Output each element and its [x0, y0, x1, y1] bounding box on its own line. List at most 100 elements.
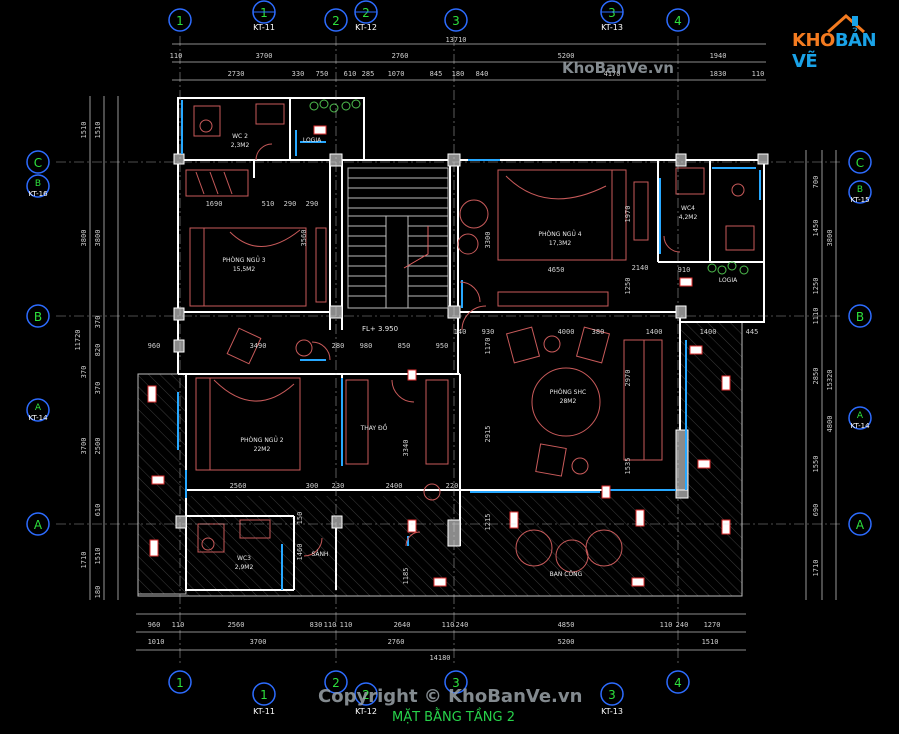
- grid-bottom-5-num: 3: [608, 688, 616, 702]
- dim-inner-23: 445: [746, 328, 759, 336]
- dim-right-5: 15320: [826, 369, 834, 390]
- room-0-name: WC 2: [232, 133, 248, 140]
- dim-inner-5: 3300: [484, 232, 492, 249]
- dim-bottom-row1-8: 240: [456, 621, 469, 629]
- dim-inner-37: 1460: [296, 544, 304, 561]
- dim-inner-6: 1970: [624, 206, 632, 223]
- dim-left-10: 2500: [94, 438, 102, 455]
- dim-inner-21: 1400: [700, 328, 717, 336]
- dim-inner-7: 1250: [624, 278, 632, 295]
- dim-inner-30: 3340: [402, 440, 410, 457]
- grid-top-3-num: 2: [362, 6, 370, 20]
- grid-bottom-3-ref: KT-12: [355, 707, 377, 716]
- dim-left-3: 3800: [94, 230, 102, 247]
- dim-bottom-row1-5: 110: [340, 621, 353, 629]
- dim-inner-34: 1215: [484, 514, 492, 531]
- grid-top-6-num: 4: [674, 14, 682, 28]
- room-11-name: BAN CÔNG: [550, 571, 583, 578]
- dim-left-9: 3700: [80, 438, 88, 455]
- grid-bottom-5-ref: KT-13: [601, 707, 623, 716]
- walls: [177, 97, 765, 591]
- dim-inner-1: 510: [262, 200, 275, 208]
- room-8-name: PHÒNG SHC: [550, 389, 586, 396]
- dim-top-row2-7: 180: [452, 70, 465, 78]
- dim-top-small-0: 110: [170, 52, 183, 60]
- dim-inner-29: 220: [446, 482, 459, 490]
- dim-bottom-row1-0: 960: [148, 621, 161, 629]
- dim-inner-13: 930: [482, 328, 495, 336]
- logo-text: KHOBẢN VẼ: [792, 30, 892, 72]
- dim-bottom-row1-6: 2640: [394, 621, 411, 629]
- dim-left-8: 370: [94, 382, 102, 395]
- grid-bottom-2-circle: [324, 670, 348, 694]
- grid-axes: [56, 36, 840, 664]
- grid-right-4-circle: [848, 512, 872, 536]
- dim-right-8: 1550: [812, 456, 820, 473]
- dim-inner-15: 960: [148, 342, 161, 350]
- dim-left-0: 1510: [80, 122, 88, 139]
- dim-left-4: 11720: [74, 329, 82, 350]
- grid-bottom-6-num: 4: [674, 676, 682, 690]
- dim-bottom-row2-2: 2760: [388, 638, 405, 646]
- house-logo-icon: [827, 13, 865, 34]
- dim-inner-27: 230: [332, 482, 345, 490]
- dim-top-row2-8: 840: [476, 70, 489, 78]
- dim-left-1: 1510: [94, 122, 102, 139]
- dim-right-9: 690: [812, 504, 820, 517]
- grid-right-4-letter: A: [856, 518, 865, 532]
- grid-left-4-letter: A: [34, 518, 43, 532]
- dim-bottom-row1-11: 240: [676, 621, 689, 629]
- dim-bottom-row1-4: 110: [324, 621, 337, 629]
- dim-top-row2-1: 330: [292, 70, 305, 78]
- dim-top-row2-2: 750: [316, 70, 329, 78]
- grid-top-5-num: 3: [608, 6, 616, 20]
- grid-top-1-ref: KT-11: [253, 23, 275, 32]
- grid-bottom-0-num: 1: [176, 676, 184, 690]
- dim-bottom-row2-4: 1510: [702, 638, 719, 646]
- room-1-name: LOGIA: [303, 137, 322, 144]
- dim-top-row1-0: 3700: [256, 52, 273, 60]
- dim-inner-2: 290: [284, 200, 297, 208]
- logo-text-kho: KHO: [792, 30, 835, 51]
- room-9-area: 2,9M2: [235, 564, 254, 571]
- dim-inner-22: 1400: [646, 328, 663, 336]
- dim-right-10: 1710: [812, 560, 820, 577]
- grid-bottom-1-num: 1: [260, 688, 268, 702]
- balcony-hatch: [137, 321, 743, 597]
- dim-bottom-total: 14180: [429, 654, 450, 662]
- dim-right-6: 2850: [812, 368, 820, 385]
- grid-right-0-circle: [848, 150, 872, 174]
- dim-bottom-row1-10: 110: [660, 621, 673, 629]
- grid-top-6-circle: [666, 8, 690, 32]
- grid-bottom-0-circle: [168, 670, 192, 694]
- dim-top-row2-5: 1070: [388, 70, 405, 78]
- grid-bottom-1-ref: KT-11: [253, 707, 275, 716]
- grid-right-0-letter: C: [856, 156, 864, 170]
- dim-right-2: 1250: [812, 278, 820, 295]
- grid-left-3-circle: [26, 398, 50, 422]
- dim-inner-36: 150: [296, 512, 304, 525]
- grid-bottom-6-circle: [666, 670, 690, 694]
- grid-left-2-circle: [26, 304, 50, 328]
- dim-inner-9: 4650: [548, 266, 565, 274]
- room-9-name: WC3: [237, 555, 251, 562]
- dimension-lines: [89, 43, 837, 651]
- dim-left-2: 3800: [80, 230, 88, 247]
- grid-right-3-letter: A: [857, 411, 864, 421]
- dim-top-row2-10: 1830: [710, 70, 727, 78]
- dim-inner-20: 950: [436, 342, 449, 350]
- dim-inner-26: 300: [306, 482, 319, 490]
- grid-left-0-letter: C: [34, 156, 42, 170]
- dim-inner-35: 1185: [402, 568, 410, 585]
- grid-left-0-circle: [26, 150, 50, 174]
- room-3-area: 17,3M2: [549, 240, 572, 247]
- room-7-name: THAY ĐỒ: [360, 423, 388, 432]
- dim-inner-14: 1170: [484, 338, 492, 355]
- grid-right-2-circle: [848, 304, 872, 328]
- grid-bottom-4-circle: [444, 670, 468, 694]
- grid-right-1-circle: [848, 180, 872, 204]
- dim-inner-28: 2400: [386, 482, 403, 490]
- grid-right-1-letter: B: [857, 185, 863, 195]
